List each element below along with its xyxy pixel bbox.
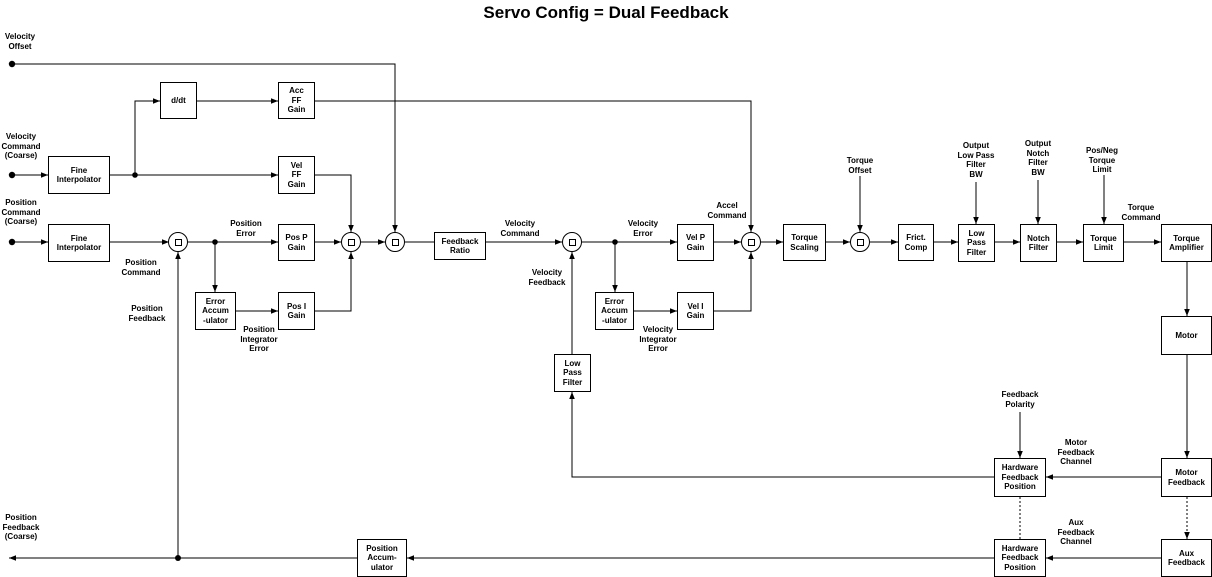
position-command-coarse-label: Position Command (Coarse)	[1, 198, 41, 226]
velocity-command-coarse-label: Velocity Command (Coarse)	[1, 132, 41, 160]
hardware-feedback-position-aux-block: Hardware Feedback Position	[994, 539, 1046, 577]
motor-feedback-channel-label: Motor Feedback Channel	[1057, 438, 1095, 466]
motor-block: Motor	[1161, 316, 1212, 355]
velocity-command-label: Velocity Command	[500, 219, 540, 238]
position-error-label: Position Error	[230, 219, 262, 238]
feedback-polarity-label: Feedback Polarity	[1001, 390, 1039, 409]
vel-i-gain-block: Vel I Gain	[677, 292, 714, 330]
position-integrator-error-label: Position Integrator Error	[240, 325, 278, 353]
aux-feedback-block: Aux Feedback	[1161, 539, 1212, 577]
hardware-feedback-position-motor-block: Hardware Feedback Position	[994, 458, 1046, 497]
vel-p-gain-block: Vel P Gain	[677, 224, 714, 261]
accel-summing-junction	[741, 232, 761, 252]
velocity-feedback-low-pass-filter-block: Low Pass Filter	[554, 354, 591, 392]
friction-comp-block: Frict. Comp	[898, 224, 934, 261]
velocity-error-label: Velocity Error	[627, 219, 659, 238]
position-error-accumulator-block: Error Accum -ulator	[195, 292, 236, 330]
diagram-title: Servo Config = Dual Feedback	[483, 3, 729, 22]
torque-offset-summing-junction	[850, 232, 870, 252]
output-notch-filter-bw-label: Output Notch Filter BW	[1024, 139, 1052, 177]
aux-feedback-channel-label: Aux Feedback Channel	[1057, 518, 1095, 546]
vel-ff-gain-block: Vel FF Gain	[278, 156, 315, 194]
notch-filter-block: Notch Filter	[1020, 224, 1057, 262]
position-gain-summing-junction	[341, 232, 361, 252]
position-feedback-coarse-label: Position Feedback (Coarse)	[2, 513, 40, 541]
torque-amplifier-block: Torque Amplifier	[1161, 224, 1212, 262]
torque-offset-label: Torque Offset	[846, 156, 874, 175]
position-feedback-label: Position Feedback	[128, 304, 166, 323]
motor-feedback-block: Motor Feedback	[1161, 458, 1212, 497]
torque-scaling-block: Torque Scaling	[783, 224, 826, 261]
accel-command-label: Accel Command	[707, 201, 747, 220]
acc-ff-gain-block: Acc FF Gain	[278, 82, 315, 119]
pos-neg-torque-limit-label: Pos/Neg Torque Limit	[1085, 146, 1119, 174]
velocity-integrator-error-label: Velocity Integrator Error	[639, 325, 677, 353]
position-accumulator-block: Position Accum- ulator	[357, 539, 407, 577]
output-low-pass-filter-block: Low Pass Filter	[958, 224, 995, 262]
torque-command-label: Torque Command	[1121, 203, 1161, 222]
position-summing-junction	[168, 232, 188, 252]
pos-p-gain-block: Pos P Gain	[278, 224, 315, 261]
velocity-offset-label: Velocity Offset	[4, 32, 36, 51]
feedback-ratio-block: Feedback Ratio	[434, 232, 486, 260]
velocity-error-accumulator-block: Error Accum -ulator	[595, 292, 634, 330]
pos-i-gain-block: Pos I Gain	[278, 292, 315, 330]
velocity-feedback-label: Velocity Feedback	[528, 268, 566, 287]
torque-limit-block: Torque Limit	[1083, 224, 1124, 262]
position-command-label: Position Command	[121, 258, 161, 277]
ddt-block: d/dt	[160, 82, 197, 119]
velocity-offset-summing-junction	[385, 232, 405, 252]
fine-interpolator-velocity-block: Fine Interpolator	[48, 156, 110, 194]
output-low-pass-filter-bw-label: Output Low Pass Filter BW	[957, 141, 995, 179]
velocity-summing-junction	[562, 232, 582, 252]
fine-interpolator-position-block: Fine Interpolator	[48, 224, 110, 262]
